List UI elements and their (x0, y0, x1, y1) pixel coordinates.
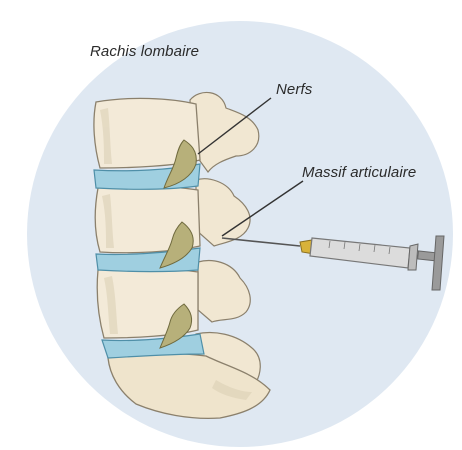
diagram-title: Rachis lombaire (90, 43, 199, 60)
syringe-flange (408, 244, 418, 270)
nerves-label: Nerfs (276, 81, 312, 98)
facet-joint-label: Massif articulaire (302, 164, 416, 181)
